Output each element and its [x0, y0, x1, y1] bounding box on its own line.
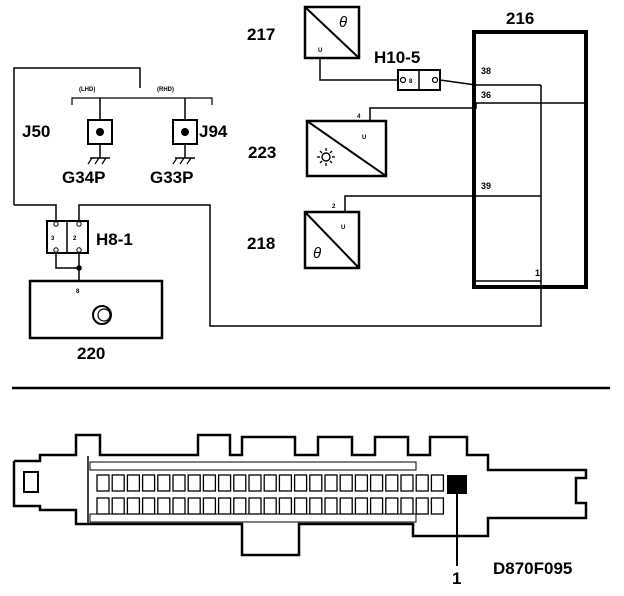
connector-pin-cell [202, 474, 217, 492]
ground-icon-g34p [87, 157, 110, 165]
connector-h8-1-label: H8-1 [96, 230, 133, 249]
connector-pin-cell [111, 497, 125, 515]
connector-pin-cell [233, 474, 247, 492]
sensor-223-label: 223 [248, 143, 276, 162]
highlighted-pin-1 [447, 475, 467, 494]
connector-pin-grid [96, 474, 445, 515]
sensor-223-pin: 4 [357, 114, 361, 120]
connector-pin-cell [324, 497, 338, 515]
connector-pin-cell [126, 474, 141, 492]
connector-pin-cell [278, 474, 293, 492]
figure-code: D870F095 [493, 559, 572, 578]
connector-pin-cell [354, 474, 369, 492]
theta-symbol-218: θ [313, 245, 321, 262]
connector-pin-cell [126, 497, 141, 515]
connector-pin-cell [96, 474, 110, 492]
connector-pin-cell [354, 497, 369, 515]
ecu-pin-38: 38 [481, 66, 491, 76]
ecu-216: 216 38 36 39 1 [472, 9, 588, 289]
connector-pin-cell [400, 497, 414, 515]
connector-pin-callout: 1 [452, 569, 461, 588]
connector-pin-cell [430, 497, 445, 515]
connector-h8-1: 3 2 H8-1 [46, 220, 133, 254]
ground-g34p-label: G34P [62, 168, 105, 187]
connector-pin-cell [157, 497, 171, 515]
speaker-icon [92, 305, 112, 325]
ecu-pin-39: 39 [481, 181, 491, 191]
ecu-pin-36: 36 [481, 90, 491, 100]
connector-pin-cell [217, 474, 232, 492]
connector-pin-cell [141, 497, 156, 515]
connector-pin-cell [415, 474, 429, 492]
connector-pin-cell [96, 497, 110, 515]
connector-pin-cell [339, 474, 353, 492]
h8-pin-3: 3 [51, 236, 55, 242]
ecu-216-label: 216 [506, 9, 534, 28]
connector-pin-cell [293, 474, 308, 492]
connector-pin-cell [217, 497, 232, 515]
connector-pin-cell [400, 474, 414, 492]
variant-rhd: (RHD) [157, 87, 174, 93]
connector-pin-cell [339, 497, 353, 515]
sensor-223-terminal: U [362, 135, 366, 141]
jack-j94-label: J94 [199, 122, 228, 141]
connector-pin-cell [172, 474, 186, 492]
h8-pin-2: 2 [73, 236, 77, 242]
connector-pin-cell [324, 474, 338, 492]
connector-pin-cell [385, 474, 399, 492]
connector-h10-5: H10-5 8 [374, 48, 441, 91]
jack-j50: J50 G34P [22, 119, 113, 187]
theta-symbol-217: θ [339, 14, 347, 31]
sun-icon [317, 148, 335, 166]
connector-h10-5-label: H10-5 [374, 48, 420, 67]
connector-pin-cell [233, 497, 247, 515]
variant-lhd: (LHD) [79, 87, 95, 93]
sensor-218-label: 218 [247, 234, 275, 253]
ecu-pin-1: 1 [535, 268, 540, 278]
connector-pin-cell [309, 474, 323, 492]
jack-j50-label: J50 [22, 122, 50, 141]
unit-220-pin: 8 [76, 289, 80, 295]
connector-pin-cell [111, 474, 125, 492]
connector-pin-cell [157, 474, 171, 492]
sensor-217-label: 217 [247, 25, 275, 44]
sun-sensor-223: U 223 4 [248, 114, 388, 178]
sensor-217: θ U 217 [247, 5, 361, 60]
connector-pin-cell [202, 497, 217, 515]
connector-pin-cell [263, 497, 277, 515]
connector-pin-cell [187, 497, 201, 515]
h10-pin-8: 8 [409, 79, 413, 85]
connector-pin-cell [172, 497, 186, 515]
unit-220-label: 220 [77, 344, 105, 363]
sensor-217-terminal: U [318, 48, 322, 54]
ecu-connector-outline [12, 433, 588, 557]
connector-pin-cell [187, 474, 201, 492]
connector-pin-cell [141, 474, 156, 492]
sensor-218: U θ 218 2 [247, 204, 361, 270]
ground-g33p-label: G33P [150, 168, 193, 187]
connector-pin-cell [248, 474, 262, 492]
connector-pin-cell [369, 474, 384, 492]
connector-pin-cell [309, 497, 323, 515]
jack-j94: J94 G33P [150, 119, 228, 187]
connector-pin-cell [415, 497, 429, 515]
connector-pin-cell [369, 497, 384, 515]
ground-icon-g33p [172, 157, 195, 165]
connector-pin-cell [385, 497, 399, 515]
connector-pin-cell [278, 497, 293, 515]
connector-pin-cell [263, 474, 277, 492]
sensor-218-pin: 2 [332, 204, 336, 210]
connector-pin-cell [248, 497, 262, 515]
connector-pin-cell [293, 497, 308, 515]
connector-pin-cell [430, 474, 445, 492]
unit-220: 8 220 [28, 279, 164, 363]
sensor-218-terminal: U [341, 225, 345, 231]
